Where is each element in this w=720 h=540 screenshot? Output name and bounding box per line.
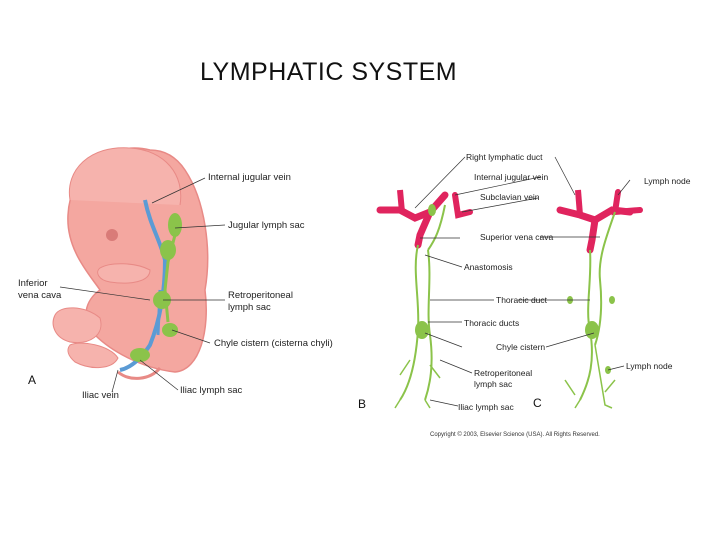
label-retroperitoneal-a-line2: lymph sac xyxy=(228,302,271,313)
label-chyle-cistern-a: Chyle cistern (cisterna chyli) xyxy=(214,338,333,349)
label-internal-jugular-vein-b: Internal jugular vein xyxy=(474,172,548,182)
label-inferior-vena-cava-line2: vena cava xyxy=(18,290,62,301)
label-thoracic-duct: Thoracic duct xyxy=(496,295,548,305)
slide-title: LYMPHATIC SYSTEM xyxy=(200,58,458,86)
panel-label-a: A xyxy=(28,373,36,387)
label-jugular-lymph-sac: Jugular lymph sac xyxy=(228,220,305,231)
label-inferior-vena-cava-line1: Inferior xyxy=(18,278,48,289)
label-thoracic-ducts: Thoracic ducts xyxy=(464,318,519,328)
lymphatic-tree-c xyxy=(556,189,643,409)
label-lymph-node-bottom: Lymph node xyxy=(626,361,673,371)
panel-label-b: B xyxy=(358,397,366,411)
label-right-lymphatic-duct: Right lymphatic duct xyxy=(466,152,543,162)
copyright-notice: Copyright © 2003, Elsevier Science (USA)… xyxy=(430,431,600,438)
label-iliac-lymph-sac-b: Iliac lymph sac xyxy=(458,402,514,412)
lymphatic-tree-b xyxy=(376,189,473,409)
label-internal-jugular-vein-a: Internal jugular vein xyxy=(208,172,291,183)
label-retroperitoneal-a-line1: Retroperitoneal xyxy=(228,290,293,301)
embryo-illustration xyxy=(52,147,209,380)
label-superior-vena-cava: Superior vena cava xyxy=(480,232,554,242)
label-chyle-cistern-b: Chyle cistern xyxy=(496,342,545,352)
label-anastomosis: Anastomosis xyxy=(464,262,513,272)
label-retroperitoneal-b-line1: Retroperitoneal xyxy=(474,368,532,378)
label-lymph-node-top: Lymph node xyxy=(644,176,691,186)
label-subclavian-vein: Subclavian vein xyxy=(480,192,540,202)
label-iliac-vein: Iliac vein xyxy=(82,390,119,401)
label-iliac-lymph-sac-a: Iliac lymph sac xyxy=(180,385,243,396)
panel-label-c: C xyxy=(533,396,542,410)
label-retroperitoneal-b-line2: lymph sac xyxy=(474,379,513,389)
